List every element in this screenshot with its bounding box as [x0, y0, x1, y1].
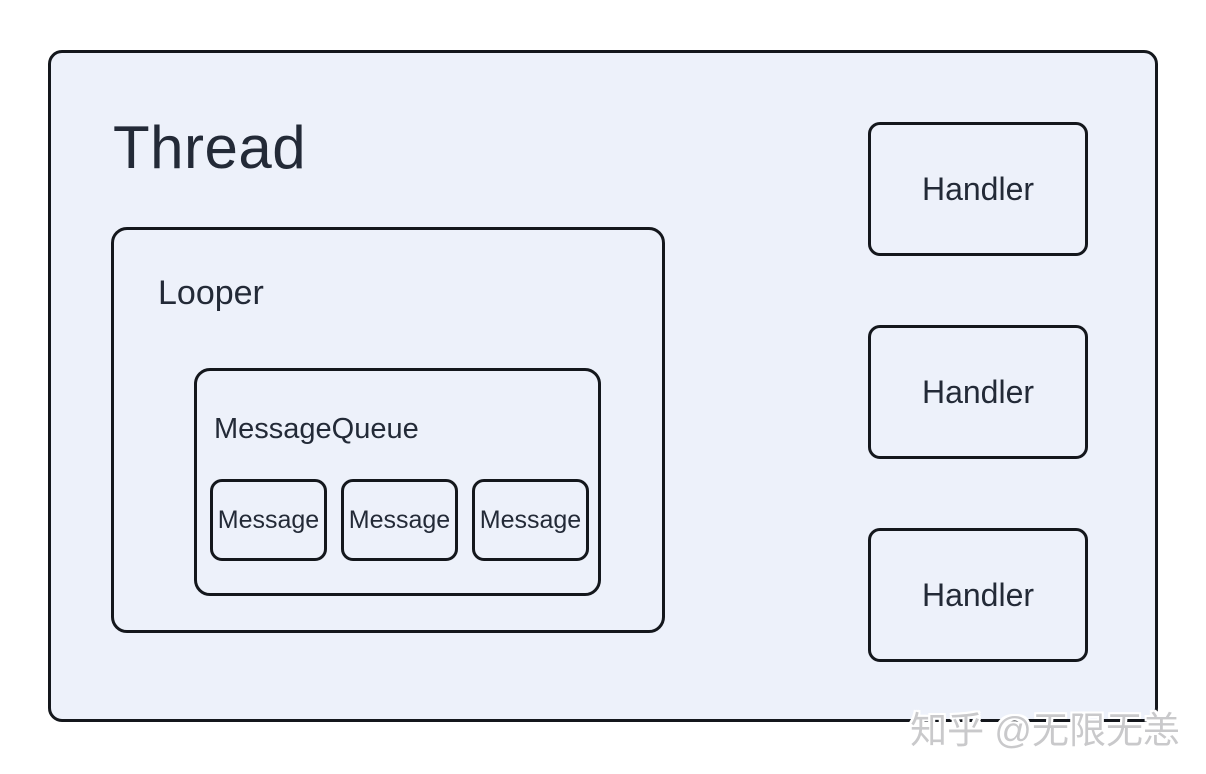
thread-label: Thread: [113, 114, 307, 181]
handler-label: Handler: [921, 576, 1035, 613]
message-label: Message: [217, 505, 320, 534]
message-label: Message: [348, 505, 451, 534]
message-row: Message Message Message: [210, 479, 589, 561]
message-node: Message: [341, 479, 458, 561]
message-node: Message: [472, 479, 589, 561]
message-queue-label: MessageQueue: [214, 413, 419, 445]
handler-node: Handler: [868, 528, 1088, 662]
looper-label: Looper: [158, 274, 264, 312]
handler-node: Handler: [868, 122, 1088, 256]
looper-container: Looper MessageQueue Message Message Mess…: [111, 227, 665, 633]
message-queue-container: MessageQueue Message Message Message: [194, 368, 601, 596]
message-label: Message: [479, 505, 582, 534]
handler-node: Handler: [868, 325, 1088, 459]
handler-label: Handler: [921, 373, 1035, 410]
handler-label: Handler: [921, 170, 1035, 207]
watermark: 知乎 @无限无恙: [910, 710, 1180, 751]
message-node: Message: [210, 479, 327, 561]
